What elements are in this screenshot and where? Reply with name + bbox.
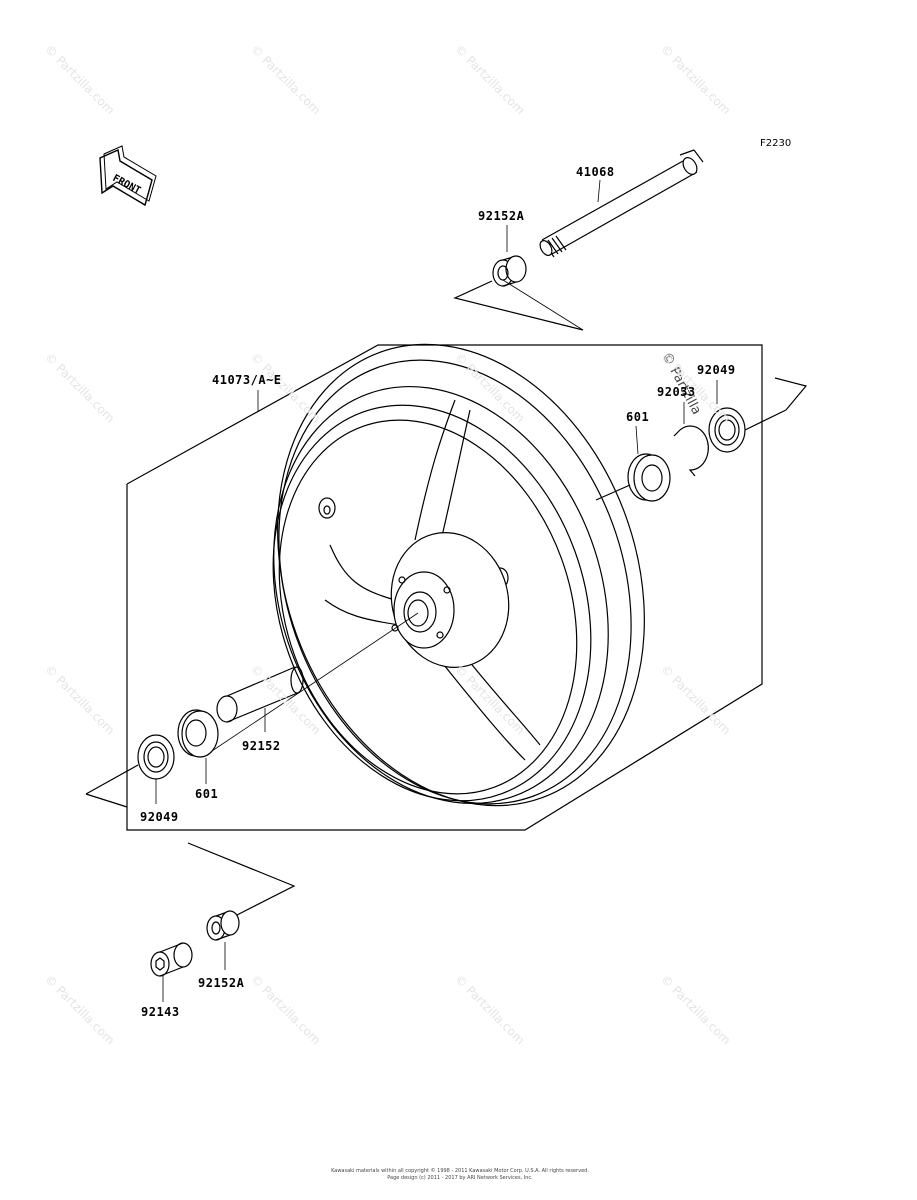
label-collar-top[interactable]: 92152A <box>478 209 525 223</box>
copyright-line-2: Page design (c) 2011 - 2017 by ARI Netwo… <box>387 1175 533 1181</box>
copyright-line-1: Kawasaki materials within all copyright … <box>331 1168 589 1174</box>
bearing-top <box>595 453 671 502</box>
label-wheel[interactable]: 41073/A~E <box>212 373 282 387</box>
collar-top <box>492 255 527 287</box>
axle-shaft <box>539 149 704 258</box>
label-seal-top[interactable]: 92049 <box>697 363 736 377</box>
front-arrow-icon: FRONT <box>99 145 157 207</box>
label-collar-bottom[interactable]: 92152A <box>198 976 245 990</box>
figure-id: F2230 <box>760 138 792 149</box>
label-axle[interactable]: 41068 <box>576 165 615 179</box>
oil-seal-bottom <box>85 734 175 808</box>
wheel-rim <box>272 343 645 807</box>
spacer-tube <box>216 666 304 723</box>
label-circlip[interactable]: 92033 <box>657 385 696 399</box>
bearing-bottom <box>177 709 219 758</box>
wheel-hub <box>390 532 510 668</box>
wheel-spokes <box>318 399 541 761</box>
collar-small <box>150 942 193 977</box>
label-spacer[interactable]: 92152 <box>242 739 281 753</box>
label-bearing-bottom[interactable]: 601 <box>195 787 219 801</box>
wheel-assembly-frame <box>126 344 763 831</box>
oil-seal-top <box>708 377 808 453</box>
label-seal-bottom[interactable]: 92049 <box>140 810 179 824</box>
leader-lines <box>155 179 718 1002</box>
collar-bottom <box>206 910 240 941</box>
label-bearing-top[interactable]: 601 <box>626 410 650 424</box>
circlip <box>673 425 709 477</box>
label-collar-small[interactable]: 92143 <box>141 1005 180 1019</box>
